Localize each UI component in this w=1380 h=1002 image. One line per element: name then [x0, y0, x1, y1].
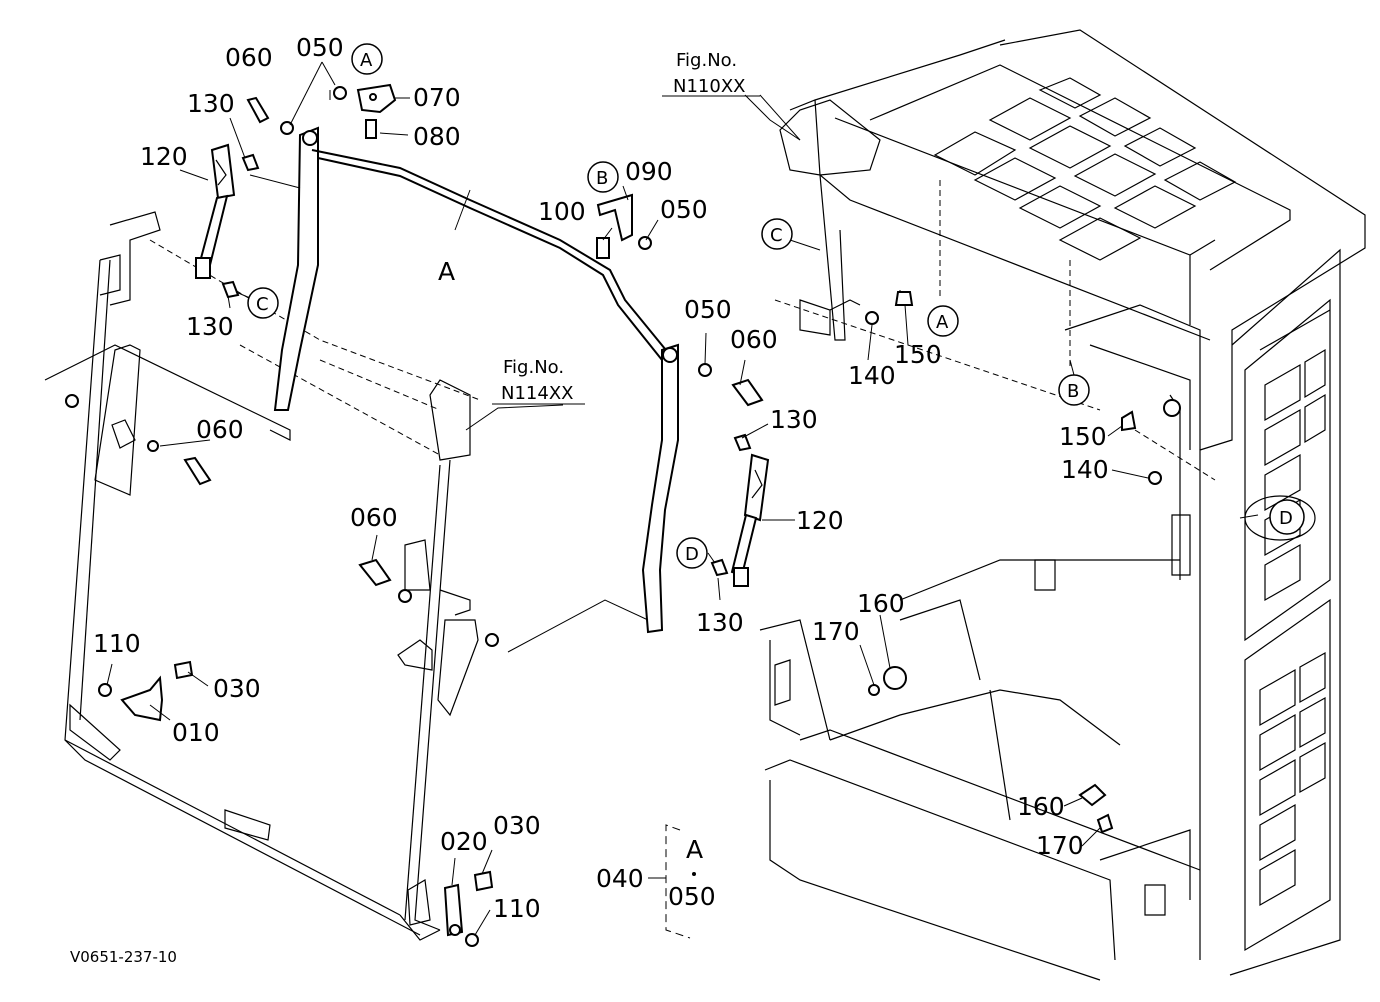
- callout-060: 060: [225, 43, 273, 72]
- fig-ref-label: Fig.No.: [503, 357, 564, 378]
- callout-130: 130: [187, 89, 235, 118]
- callout-160: 160: [1017, 792, 1065, 821]
- callout-150: 150: [894, 340, 942, 369]
- circle-marker-c-left: [247, 287, 279, 319]
- callout-060: 060: [730, 325, 778, 354]
- callout-060: 060: [196, 415, 244, 444]
- callout-110: 110: [93, 629, 141, 658]
- callout-170: 170: [1036, 831, 1084, 860]
- callout-130: 130: [696, 608, 744, 637]
- circle-markers: [247, 43, 1305, 569]
- door-frame: [44, 211, 481, 941]
- callout-040: 040: [596, 864, 644, 893]
- callout-group-a: A: [686, 835, 703, 864]
- callout-c: C: [256, 294, 269, 315]
- circle-marker-a-top: [351, 43, 383, 75]
- figure-references: Fig.No. N110XX Fig.No. N114XX: [492, 50, 760, 405]
- callout-a: A: [360, 50, 373, 71]
- callout-110: 110: [493, 894, 541, 923]
- callout-020: 020: [440, 827, 488, 856]
- callout-030: 030: [493, 811, 541, 840]
- circle-marker-d-mid: [676, 537, 708, 569]
- callout-130: 130: [186, 312, 234, 341]
- circle-marker-c-right: [761, 218, 793, 250]
- callout-100: 100: [538, 197, 586, 226]
- callout-b: B: [1067, 381, 1079, 402]
- callout-120: 120: [140, 142, 188, 171]
- circle-marker-b-mid: [587, 161, 619, 193]
- callout-090: 090: [625, 157, 673, 186]
- callout-050: 050: [684, 295, 732, 324]
- callout-b: B: [596, 168, 608, 189]
- callout-130: 130: [770, 405, 818, 434]
- callout-140: 140: [848, 361, 896, 390]
- drawing-code: V0651-237-10: [70, 948, 177, 966]
- cab-structure: [759, 29, 1366, 981]
- circle-marker-d-right: [1269, 499, 1305, 535]
- callout-labels: 060 050 A 070 080 130 120 130 C A B 090 …: [93, 33, 1293, 923]
- callout-d: D: [1279, 508, 1293, 529]
- callout-170: 170: [812, 617, 860, 646]
- fig-ref-number: N114XX: [501, 383, 573, 404]
- circle-marker-a-right: [927, 305, 959, 337]
- callout-060: 060: [350, 503, 398, 532]
- callout-080: 080: [413, 122, 461, 151]
- circle-marker-b-right: [1058, 374, 1090, 406]
- fig-ref-number: N110XX: [673, 76, 745, 97]
- callout-010: 010: [172, 718, 220, 747]
- callout-150: 150: [1059, 422, 1107, 451]
- callout-050: 050: [296, 33, 344, 62]
- callout-030: 030: [213, 674, 261, 703]
- callout-rod-a: A: [438, 257, 455, 286]
- callout-c: C: [770, 225, 783, 246]
- callout-050: 050: [660, 195, 708, 224]
- callout-d: D: [685, 544, 699, 565]
- callout-a: A: [936, 312, 949, 333]
- group-dot: [692, 872, 696, 876]
- mechanism: [65, 61, 801, 947]
- callout-160: 160: [857, 589, 905, 618]
- callout-140: 140: [1061, 455, 1109, 484]
- callout-120: 120: [796, 506, 844, 535]
- callout-070: 070: [413, 83, 461, 112]
- fig-ref-label: Fig.No.: [676, 50, 737, 71]
- callout-050: 050: [668, 882, 716, 911]
